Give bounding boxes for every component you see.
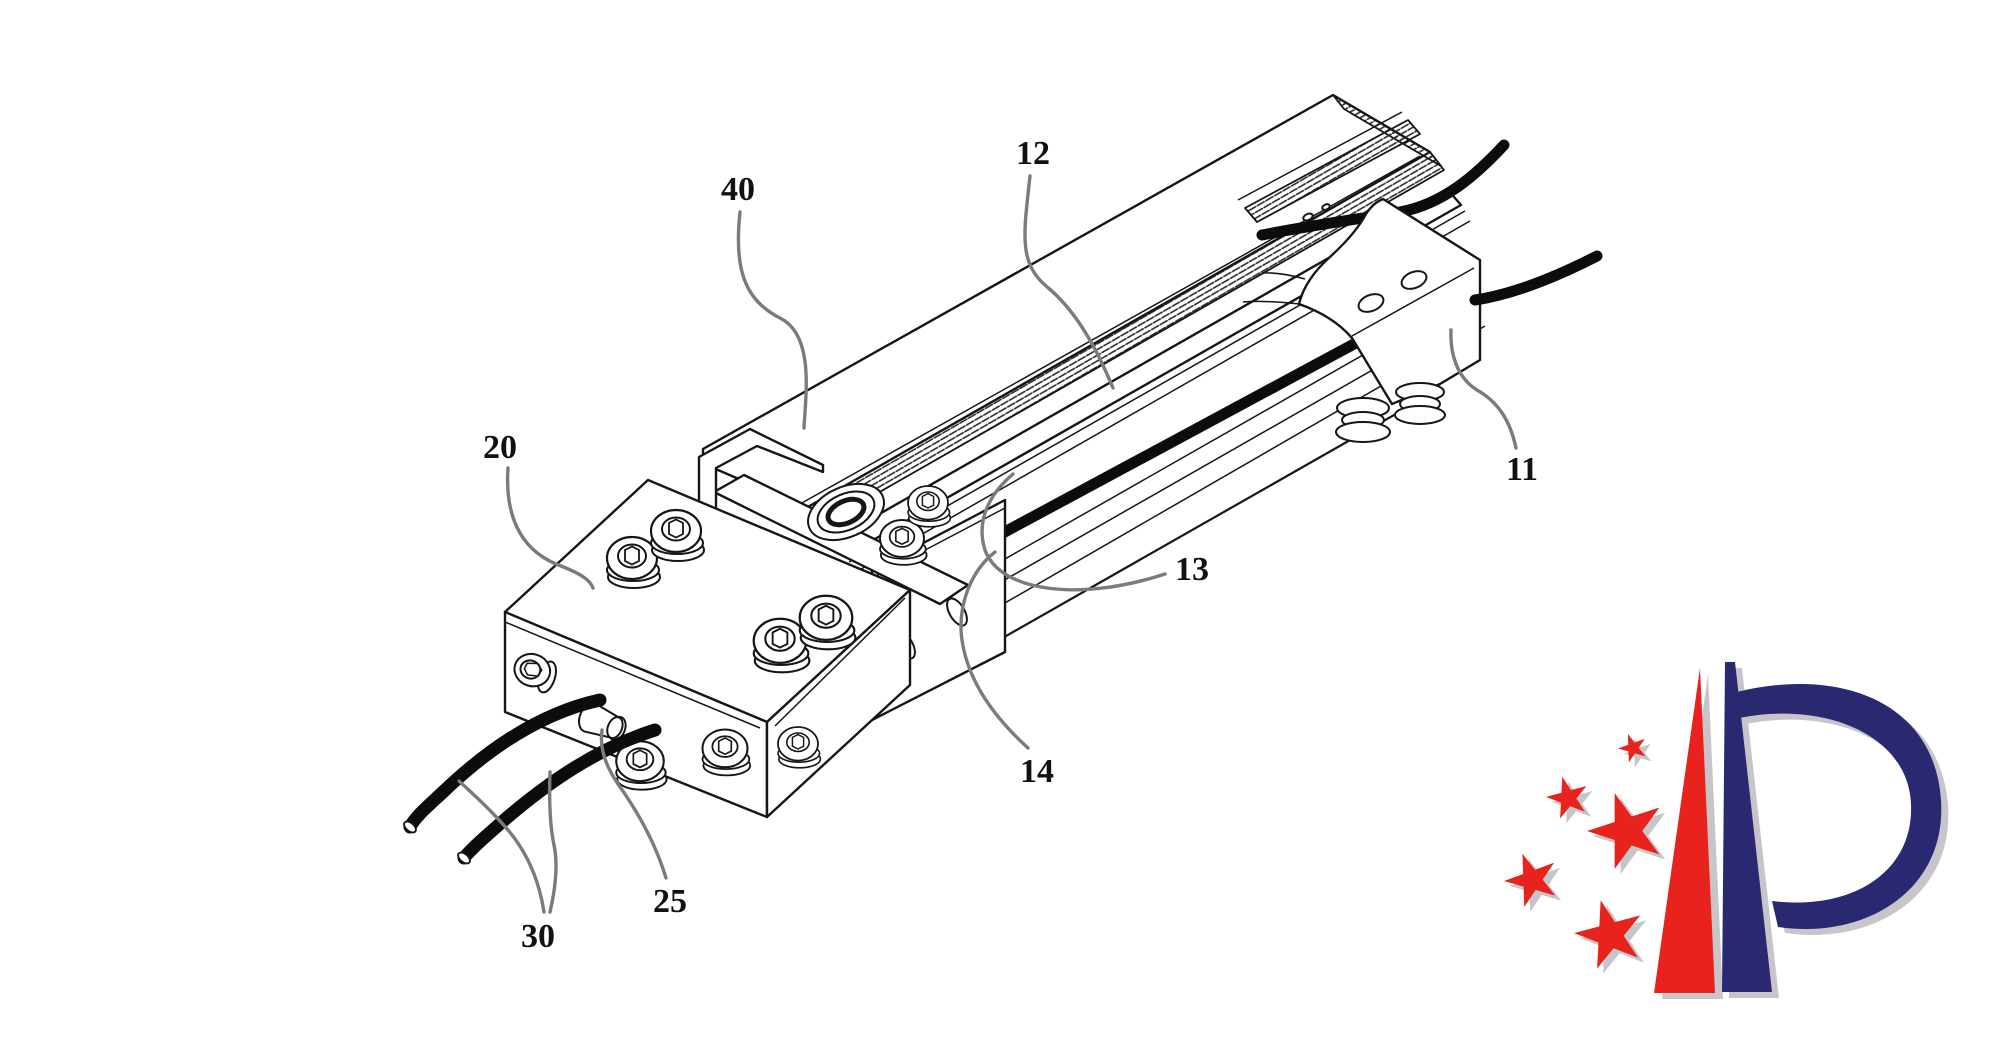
end-block-hole bbox=[1357, 293, 1385, 313]
cap-screw bbox=[777, 726, 822, 769]
leader-20 bbox=[505, 466, 595, 590]
logo-blue-stem bbox=[1722, 662, 1772, 992]
leader-11 bbox=[1449, 328, 1518, 450]
clamp-section bbox=[697, 427, 970, 606]
end-block-fittings bbox=[1335, 382, 1446, 443]
pulley-boss bbox=[807, 482, 885, 542]
cover-left-channel bbox=[697, 427, 825, 524]
patent-office-logo bbox=[1497, 662, 1949, 999]
cap-screw bbox=[879, 519, 928, 566]
leader-12 bbox=[1023, 174, 1115, 390]
end-block-hole bbox=[1400, 270, 1428, 290]
leader-14 bbox=[959, 550, 1030, 750]
label-25: 25 bbox=[653, 883, 687, 920]
label-13: 13 bbox=[1175, 551, 1209, 588]
rail-assembly bbox=[701, 93, 1486, 650]
leader-13 bbox=[980, 472, 1167, 592]
cable-lower-right bbox=[1469, 250, 1603, 306]
label-40: 40 bbox=[721, 171, 755, 208]
label-11: 11 bbox=[1506, 451, 1538, 488]
label-30: 30 bbox=[521, 918, 555, 955]
leader-40 bbox=[736, 210, 808, 430]
cap-screw bbox=[798, 594, 857, 651]
leader-25 bbox=[599, 728, 668, 880]
leader-lines bbox=[457, 174, 1518, 914]
leader-30b bbox=[547, 770, 558, 914]
reference-labels: 40 12 20 11 13 14 25 30 bbox=[483, 135, 1538, 955]
end-block-11 bbox=[1242, 197, 1603, 443]
logo-blue-bowl bbox=[1737, 684, 1942, 930]
label-20: 20 bbox=[483, 429, 517, 466]
label-12: 12 bbox=[1016, 135, 1050, 172]
cap-screw bbox=[907, 485, 952, 528]
leader-30a bbox=[457, 779, 546, 914]
carriage-block-20 bbox=[503, 478, 912, 819]
cap-screw bbox=[649, 508, 706, 563]
cap-screw bbox=[701, 728, 752, 777]
rail-cable bbox=[969, 324, 1386, 554]
label-14: 14 bbox=[1020, 753, 1054, 790]
tube-fitting-25 bbox=[513, 652, 557, 694]
logo-red-spire bbox=[1654, 668, 1715, 993]
tubes-30 bbox=[403, 693, 662, 865]
